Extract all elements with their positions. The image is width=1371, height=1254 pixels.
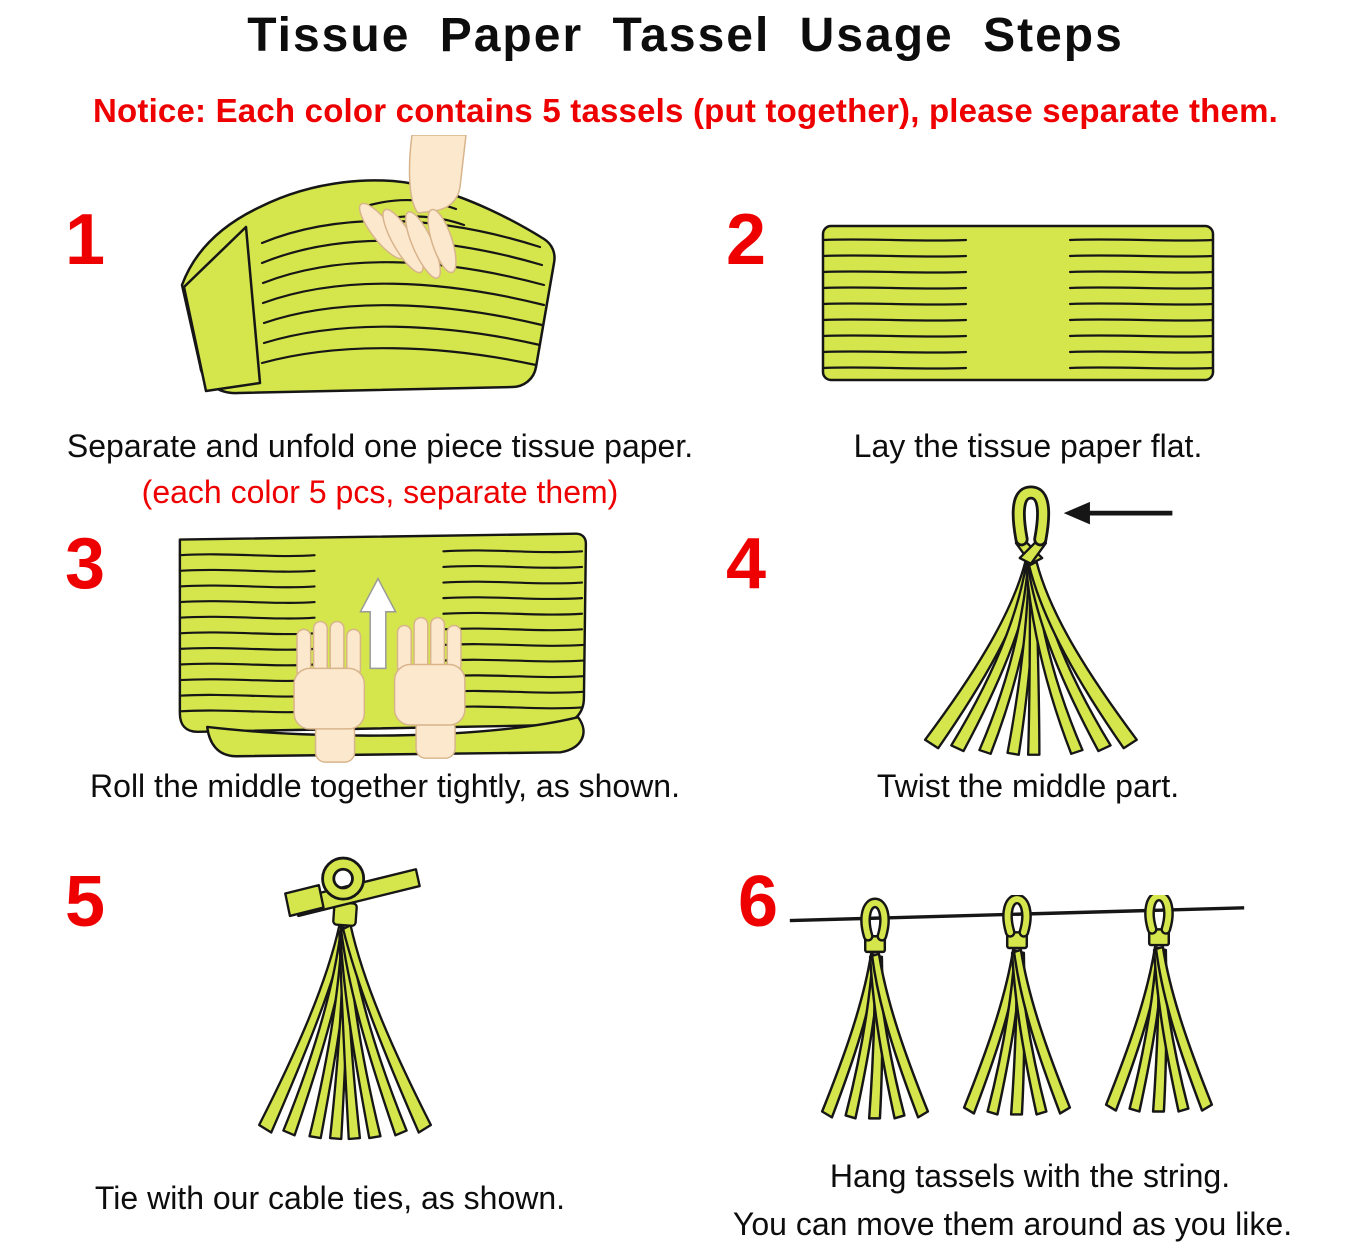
step-6-caption-line2: You can move them around as you like. [732, 1206, 1293, 1242]
right-fringe-cuts [442, 549, 585, 710]
notice-text: Notice: Each color contains 5 tassels (p… [92, 92, 1278, 129]
step-1-number: 1 [65, 200, 106, 280]
hand-icon [358, 135, 467, 279]
step-5-illustration [257, 856, 433, 1141]
top-loop [1011, 485, 1051, 547]
top-loop [321, 856, 366, 901]
step-4-illustration [923, 485, 1173, 756]
step-2-caption: Lay the tissue paper flat. [853, 428, 1203, 464]
left-fringe-cuts [821, 238, 968, 370]
step-2-illustration [821, 224, 1215, 382]
step-6-caption: Hang tassels with the string. [829, 1158, 1231, 1194]
tassel-strands [257, 924, 433, 1141]
left-arrow-icon [1063, 501, 1173, 525]
step-1-illustration [180, 135, 556, 395]
step-2-number: 2 [726, 200, 767, 280]
hanging-string [789, 906, 1245, 923]
step-3-caption: Roll the middle together tightly, as sho… [90, 768, 680, 804]
step-5-caption: Tie with our cable ties, as shown. [94, 1180, 566, 1216]
page-title: Tissue Paper Tassel Usage Steps [247, 9, 1124, 62]
right-fringe-cuts [1068, 238, 1215, 370]
step-6-number: 6 [738, 862, 779, 942]
step-5-number: 5 [65, 862, 106, 942]
folded-edge-cuff [182, 225, 262, 393]
step-4-number: 4 [726, 524, 767, 604]
step-1-caption: Separate and unfold one piece tissue pap… [66, 428, 694, 464]
step-4-caption: Twist the middle part. [876, 768, 1180, 804]
tassel-strands [923, 560, 1138, 756]
step-3-illustration [178, 532, 588, 763]
step-3-number: 3 [65, 524, 106, 604]
step-6-illustration [789, 895, 1245, 1140]
step-1-subcaption: (each color 5 pcs, separate them) [141, 474, 619, 510]
up-arrow-icon [359, 577, 397, 670]
